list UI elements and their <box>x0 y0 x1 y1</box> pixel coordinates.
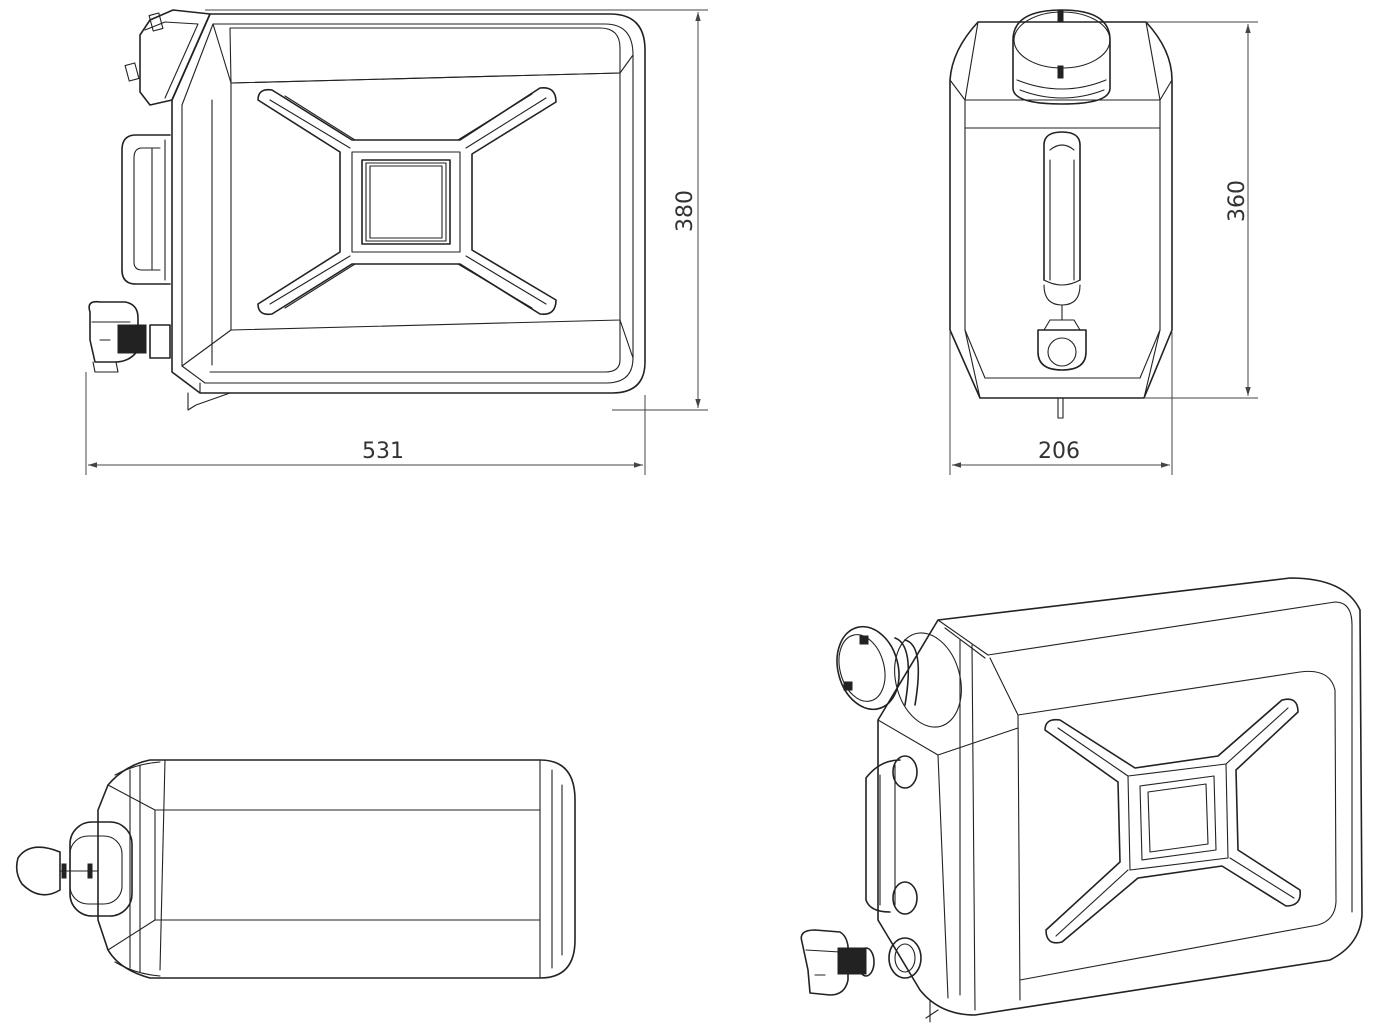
front-dimension-lines <box>949 21 1258 475</box>
iso-tap <box>800 929 939 1023</box>
front-cap <box>1012 9 1111 105</box>
x-recess-pattern <box>257 86 557 316</box>
front-width-dimension: 206 <box>1038 439 1080 464</box>
front-height-dimension: 360 <box>1225 180 1250 222</box>
tap <box>88 300 231 411</box>
top-cap <box>15 821 133 917</box>
iso-x-recess <box>1044 698 1302 944</box>
top-view <box>15 759 576 979</box>
iso-cap <box>836 625 962 728</box>
isometric-view <box>800 577 1363 1023</box>
side-dimension-lines <box>85 9 708 475</box>
side-view: 531 380 <box>85 9 708 475</box>
side-width-dimension: 531 <box>362 439 404 464</box>
front-view: 206 360 <box>949 9 1258 475</box>
side-height-dimension: 380 <box>673 190 698 232</box>
front-tap <box>1037 304 1087 419</box>
